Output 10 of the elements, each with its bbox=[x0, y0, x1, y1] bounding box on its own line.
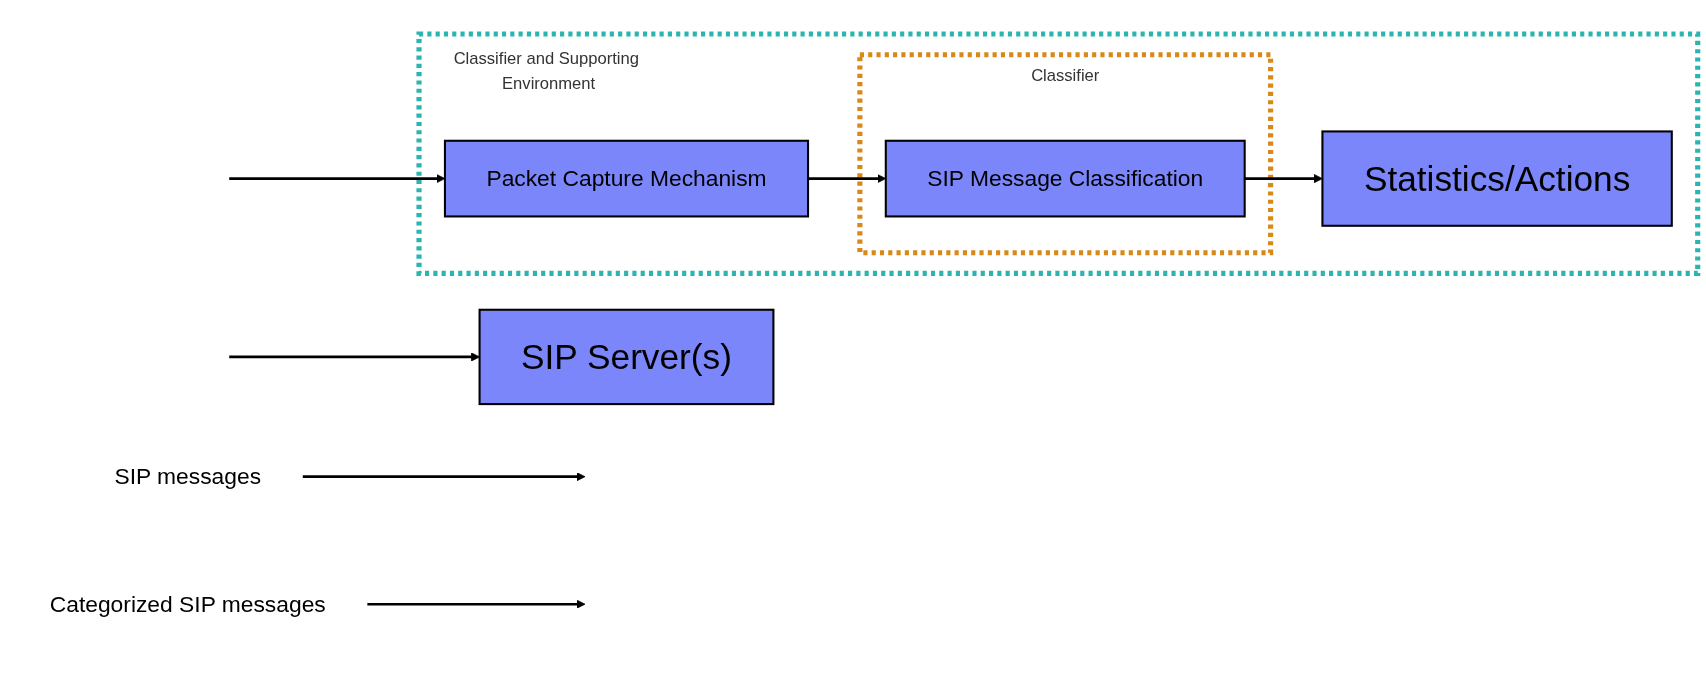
node-box: Packet Capture Mechanism bbox=[443, 139, 810, 218]
node-box: Statistics/Actions bbox=[1321, 130, 1673, 227]
arrow bbox=[1244, 174, 1323, 184]
node-box: SIP Server(s) bbox=[478, 308, 775, 406]
arrow bbox=[229, 352, 480, 362]
arrow bbox=[367, 599, 586, 609]
arrow bbox=[302, 472, 586, 482]
node-text: SIP messages bbox=[114, 463, 262, 490]
node-text: Categorized SIP messages bbox=[49, 591, 326, 618]
node-box: SIP Message Classification bbox=[884, 139, 1246, 218]
